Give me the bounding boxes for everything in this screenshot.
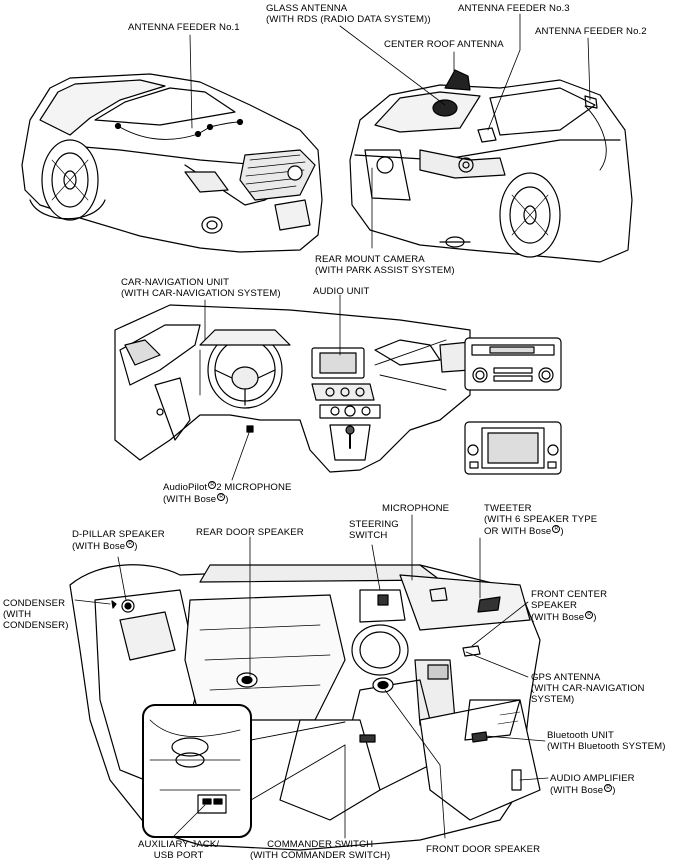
steering-switch-label: STEERING SWITCH	[349, 519, 399, 541]
gps-antenna-label: GPS ANTENNA (WITH CAR-NAVIGATION SYSTEM)	[531, 672, 645, 705]
dashboard-illustration	[114, 304, 471, 473]
microphone-label: MICROPHONE	[382, 503, 450, 514]
interior-illustration	[69, 564, 541, 851]
condenser-label: CONDENSER (WITH CONDENSER)	[3, 598, 69, 631]
rear-mount-camera-label: REAR MOUNT CAMERA (WITH PARK ASSIST SYST…	[315, 254, 455, 276]
tweeter-label: TWEETER (WITH 6 SPEAKER TYPE OR WITH Bos…	[484, 503, 598, 537]
auxiliary-jack-inset	[142, 704, 346, 838]
commander-switch-label: COMMANDER SWITCH (WITH COMMANDER SWITCH)	[250, 839, 391, 861]
registered-mark-icon: R	[208, 481, 217, 489]
auxiliary-jack-label: AUXILIARY JACK/ USB PORT	[138, 839, 220, 861]
registered-mark-icon: R	[552, 525, 561, 533]
glass-antenna-label: GLASS ANTENNA (WITH RDS (RADIO DATA SYST…	[266, 3, 431, 25]
rear-vehicle-illustration	[349, 69, 633, 263]
car-navigation-unit-label: CAR-NAVIGATION UNIT (WITH CAR-NAVIGATION…	[121, 277, 281, 299]
audio-unit-label: AUDIO UNIT	[313, 286, 370, 297]
front-door-speaker-label: FRONT DOOR SPEAKER	[426, 844, 541, 855]
bluetooth-unit-label: Bluetooth UNIT (WITH Bluetooth SYSTEM)	[547, 730, 666, 752]
rear-door-speaker-label: REAR DOOR SPEAKER	[196, 527, 304, 538]
audio-unit-inset	[374, 337, 562, 475]
registered-mark-icon: R	[126, 540, 135, 548]
leader-lines	[74, 13, 591, 839]
center-roof-antenna-label: CENTER ROOF ANTENNA	[384, 39, 504, 50]
antenna-feeder-no1-label: ANTENNA FEEDER No.1	[128, 22, 240, 33]
front-vehicle-illustration	[21, 73, 323, 253]
registered-mark-icon: R	[604, 784, 613, 792]
registered-mark-icon: R	[217, 493, 226, 501]
registered-mark-icon: R	[585, 611, 594, 619]
antenna-feeder-no3-label: ANTENNA FEEDER No.3	[458, 3, 570, 14]
antenna-feeder-no2-label: ANTENNA FEEDER No.2	[535, 26, 647, 37]
